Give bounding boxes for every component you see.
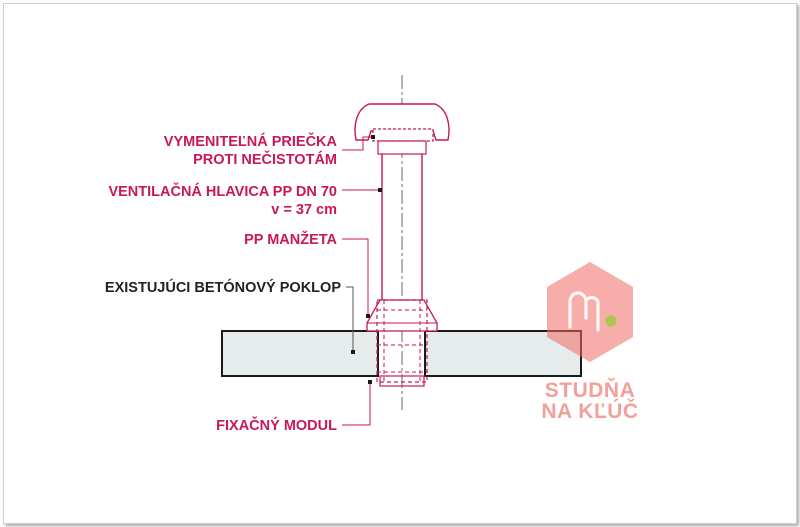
leader-partition [342,136,373,151]
partition-insert [372,128,434,142]
leader-sleeve [342,238,369,316]
leader-terminal-partition [371,135,375,139]
drawing-frame [3,3,797,524]
fixation-module [376,299,428,383]
label-replaceable-partition-l1: VYMENITEĽNÁ PRIEČKA [164,132,338,150]
leader-terminal-vent-head [378,188,382,192]
logo-hexagon [547,262,633,362]
brand-name-line2: NA KĽÚČ [541,399,638,423]
leader-lines [342,136,380,426]
label-vent-head-l1: VENTILAČNÁ HLAVICA PP DN 70 [108,182,337,200]
label-fixation-module: FIXAČNÝ MODUL [216,416,337,434]
well-pipe-hexagon-logo [547,262,633,362]
label-replaceable-partition-l2: PROTI NEČISTOTÁM [193,150,337,168]
leader-concrete [346,286,354,352]
logo-dot [605,315,617,327]
leader-fixation [342,384,371,426]
fixation-module-base [379,375,425,387]
leader-terminal-fixation [368,380,372,384]
cap-collar [377,140,427,155]
brand-name-line1: STUDŇA [545,378,636,402]
leader-terminal-sleeve [366,314,370,318]
logo-pipe-symbol [568,291,600,332]
label-vent-head-l2: v = 37 cm [271,202,337,218]
label-pp-sleeve: PP MANŽETA [244,230,337,248]
label-concrete-cover: EXISTUJÚCI BETÓNOVÝ POKLOP [105,278,341,296]
leader-terminal-concrete [351,350,355,354]
